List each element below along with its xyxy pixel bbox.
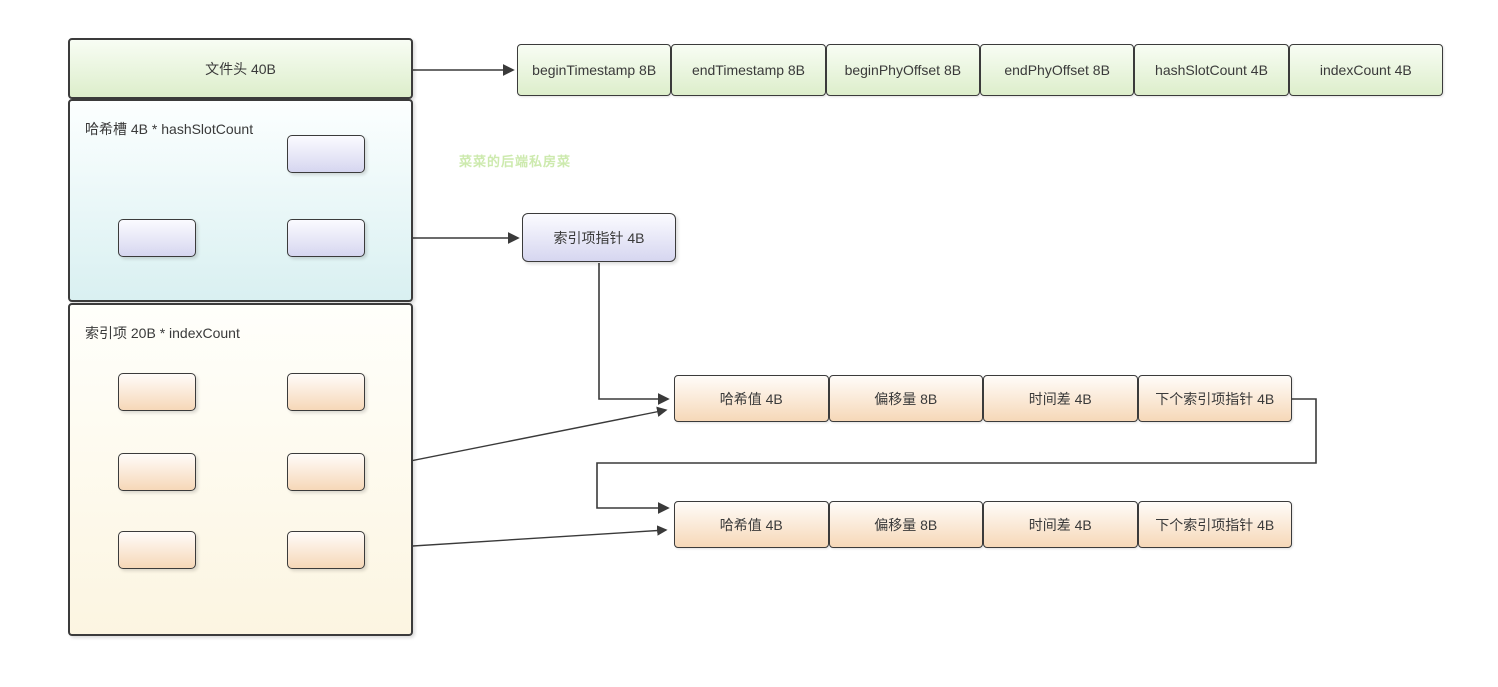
connector-pointer-to-record1-arrow: [598, 263, 670, 405]
record-field-cell: 时间差 4B: [983, 375, 1138, 422]
index-item-section-label: 索引项 20B * indexCount: [85, 325, 240, 341]
watermark-text: 菜菜的后端私房菜: [459, 154, 572, 169]
record-field-cell: 哈希值 4B: [674, 501, 829, 548]
index-item-box: [287, 373, 365, 411]
record-field-cell: 哈希值 4B: [674, 375, 829, 422]
hash-slot-box: [287, 135, 365, 173]
index-item-box: [118, 373, 196, 411]
index-pointer-label: 索引项指针 4B: [553, 229, 645, 246]
header-field-cell: endPhyOffset 8B: [979, 44, 1135, 96]
record-field-cell: 下个索引项指针 4B: [1137, 375, 1292, 422]
record-field-cell: 下个索引项指针 4B: [1137, 501, 1292, 548]
hash-slot-section: 哈希槽 4B * hashSlotCount: [68, 99, 413, 302]
index-item-box: [287, 453, 365, 491]
index-record-row: 哈希值 4B 偏移量 8B 时间差 4B 下个索引项指针 4B: [674, 501, 1292, 548]
index-item-box: [287, 531, 365, 569]
index-item-box: [118, 531, 196, 569]
record-field-cell: 偏移量 8B: [828, 375, 983, 422]
file-header-fields-row: beginTimestamp 8B endTimestamp 8B beginP…: [517, 44, 1443, 96]
file-header-section: 文件头 40B: [68, 38, 413, 99]
header-field-cell: indexCount 4B: [1288, 44, 1443, 96]
header-field-cell: beginTimestamp 8B: [517, 44, 672, 96]
hash-slot-box: [118, 219, 196, 257]
header-field-cell: hashSlotCount 4B: [1134, 44, 1289, 96]
header-field-cell: endTimestamp 8B: [671, 44, 826, 96]
record-field-cell: 偏移量 8B: [828, 501, 983, 548]
record-field-cell: 时间差 4B: [983, 501, 1138, 548]
hash-slot-box: [287, 219, 365, 257]
hash-slot-section-label: 哈希槽 4B * hashSlotCount: [85, 121, 254, 137]
file-header-label: 文件头 40B: [205, 60, 276, 77]
index-record-row: 哈希值 4B 偏移量 8B 时间差 4B 下个索引项指针 4B: [674, 375, 1292, 422]
index-item-box: [118, 453, 196, 491]
index-pointer-box: 索引项指针 4B: [522, 213, 676, 262]
header-field-cell: beginPhyOffset 8B: [825, 44, 980, 96]
